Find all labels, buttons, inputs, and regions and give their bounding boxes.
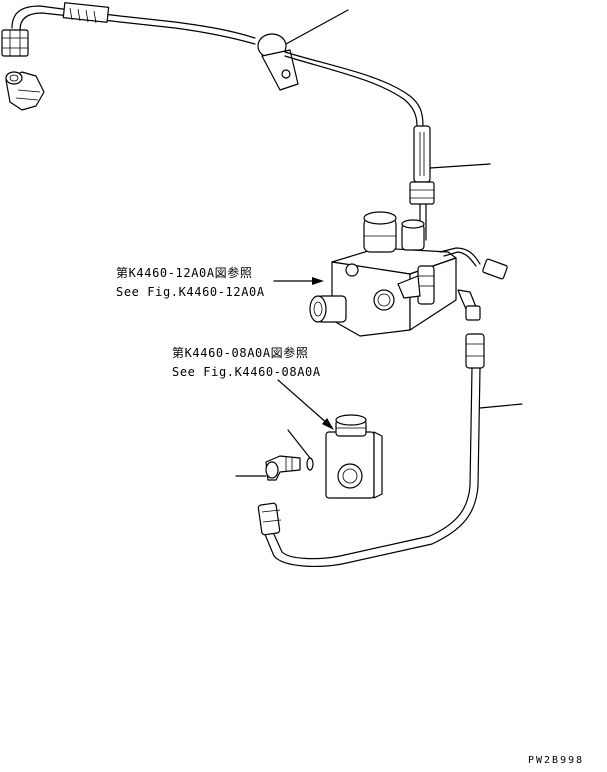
- elbow-fitting-left: [5, 71, 45, 111]
- hose-clamp: [257, 9, 349, 91]
- long-tube: [257, 333, 523, 567]
- o-ring-leader: [287, 429, 311, 459]
- callout-valve-block-line1: 第K4460-12A0A図参照: [116, 265, 252, 280]
- callout-arrow-small-valve: [277, 379, 329, 425]
- upper-hose-assembly: [1, 2, 256, 57]
- elbow-fitting-small: [235, 455, 301, 481]
- hose-line: [284, 51, 424, 127]
- callout-valve-block-ref: 第K4460-12A0A図参照 See Fig.K4460-12A0A: [116, 265, 265, 299]
- callout-small-valve-line2: See Fig.K4460-08A0A: [172, 365, 321, 379]
- callout-small-valve-line1: 第K4460-08A0A図参照: [172, 345, 308, 360]
- small-valve-block: [325, 414, 383, 499]
- vertical-hose-sleeve: [409, 125, 491, 241]
- drawing-code: PW2B998: [528, 755, 584, 766]
- callout-valve-block-line2: See Fig.K4460-12A0A: [116, 285, 265, 299]
- o-ring: [306, 457, 314, 471]
- callout-small-valve-ref: 第K4460-08A0A図参照 See Fig.K4460-08A0A: [172, 345, 321, 379]
- main-valve-block: [309, 211, 508, 337]
